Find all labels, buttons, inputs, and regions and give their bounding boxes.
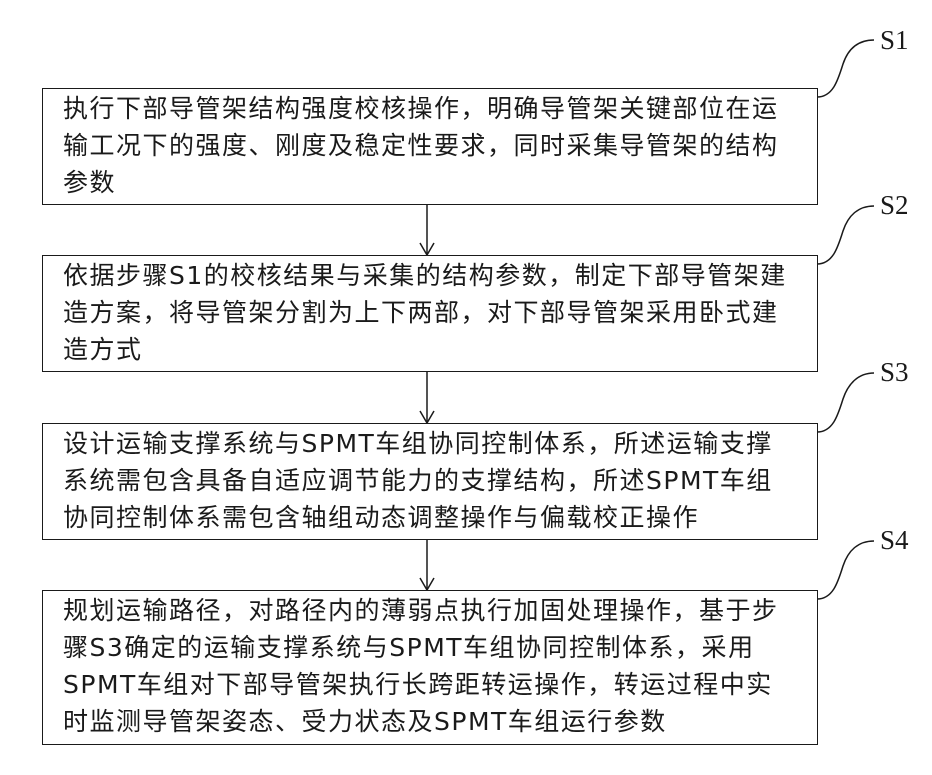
arrow-s3-to-s4	[420, 540, 434, 590]
step-label-s3: S3	[880, 357, 909, 387]
step-label-s2: S2	[880, 190, 909, 220]
leader-line-s3	[817, 373, 874, 432]
step-box-s2: 依据步骤S1的校核结果与采集的结构参数，制定下部导管架建 造方案，将导管架分割为…	[42, 255, 818, 372]
step-text-line: 参数	[63, 164, 817, 201]
arrow-s1-to-s2	[420, 205, 434, 255]
step-text-line: 依据步骤S1的校核结果与采集的结构参数，制定下部导管架建	[63, 257, 817, 294]
leader-line-s1	[817, 40, 874, 97]
step-text-line: SPMT车组对下部导管架执行长跨距转运操作，转运过程中实	[63, 666, 817, 703]
step-box-s1: 执行下部导管架结构强度校核操作，明确导管架关键部位在运 输工况下的强度、刚度及稳…	[42, 88, 818, 205]
leader-line-s4	[817, 541, 874, 599]
step-text-line: 输工况下的强度、刚度及稳定性要求，同时采集导管架的结构	[63, 127, 817, 164]
step-text-line: 执行下部导管架结构强度校核操作，明确导管架关键部位在运	[63, 90, 817, 127]
arrow-s2-to-s3	[420, 372, 434, 423]
step-text-line: 设计运输支撑系统与SPMT车组协同控制体系，所述运输支撑	[63, 425, 817, 462]
step-text-line: 系统需包含具备自适应调节能力的支撑结构，所述SPMT车组	[63, 462, 817, 499]
step-label-s4: S4	[880, 525, 909, 555]
step-text-line: 规划运输路径，对路径内的薄弱点执行加固处理操作，基于步	[63, 592, 817, 629]
step-text-line: 时监测导管架姿态、受力状态及SPMT车组运行参数	[63, 703, 817, 740]
step-box-s3: 设计运输支撑系统与SPMT车组协同控制体系，所述运输支撑 系统需包含具备自适应调…	[42, 423, 818, 540]
step-text-line: 造方式	[63, 331, 817, 368]
step-text-line: 协同控制体系需包含轴组动态调整操作与偏载校正操作	[63, 499, 817, 536]
step-text-line: 造方案，将导管架分割为上下两部，对下部导管架采用卧式建	[63, 294, 817, 331]
leader-line-s2	[817, 206, 874, 264]
step-box-s4: 规划运输路径，对路径内的薄弱点执行加固处理操作，基于步 骤S3确定的运输支撑系统…	[42, 590, 818, 745]
step-text-line: 骤S3确定的运输支撑系统与SPMT车组协同控制体系，采用	[63, 629, 817, 666]
step-label-s1: S1	[880, 25, 909, 55]
